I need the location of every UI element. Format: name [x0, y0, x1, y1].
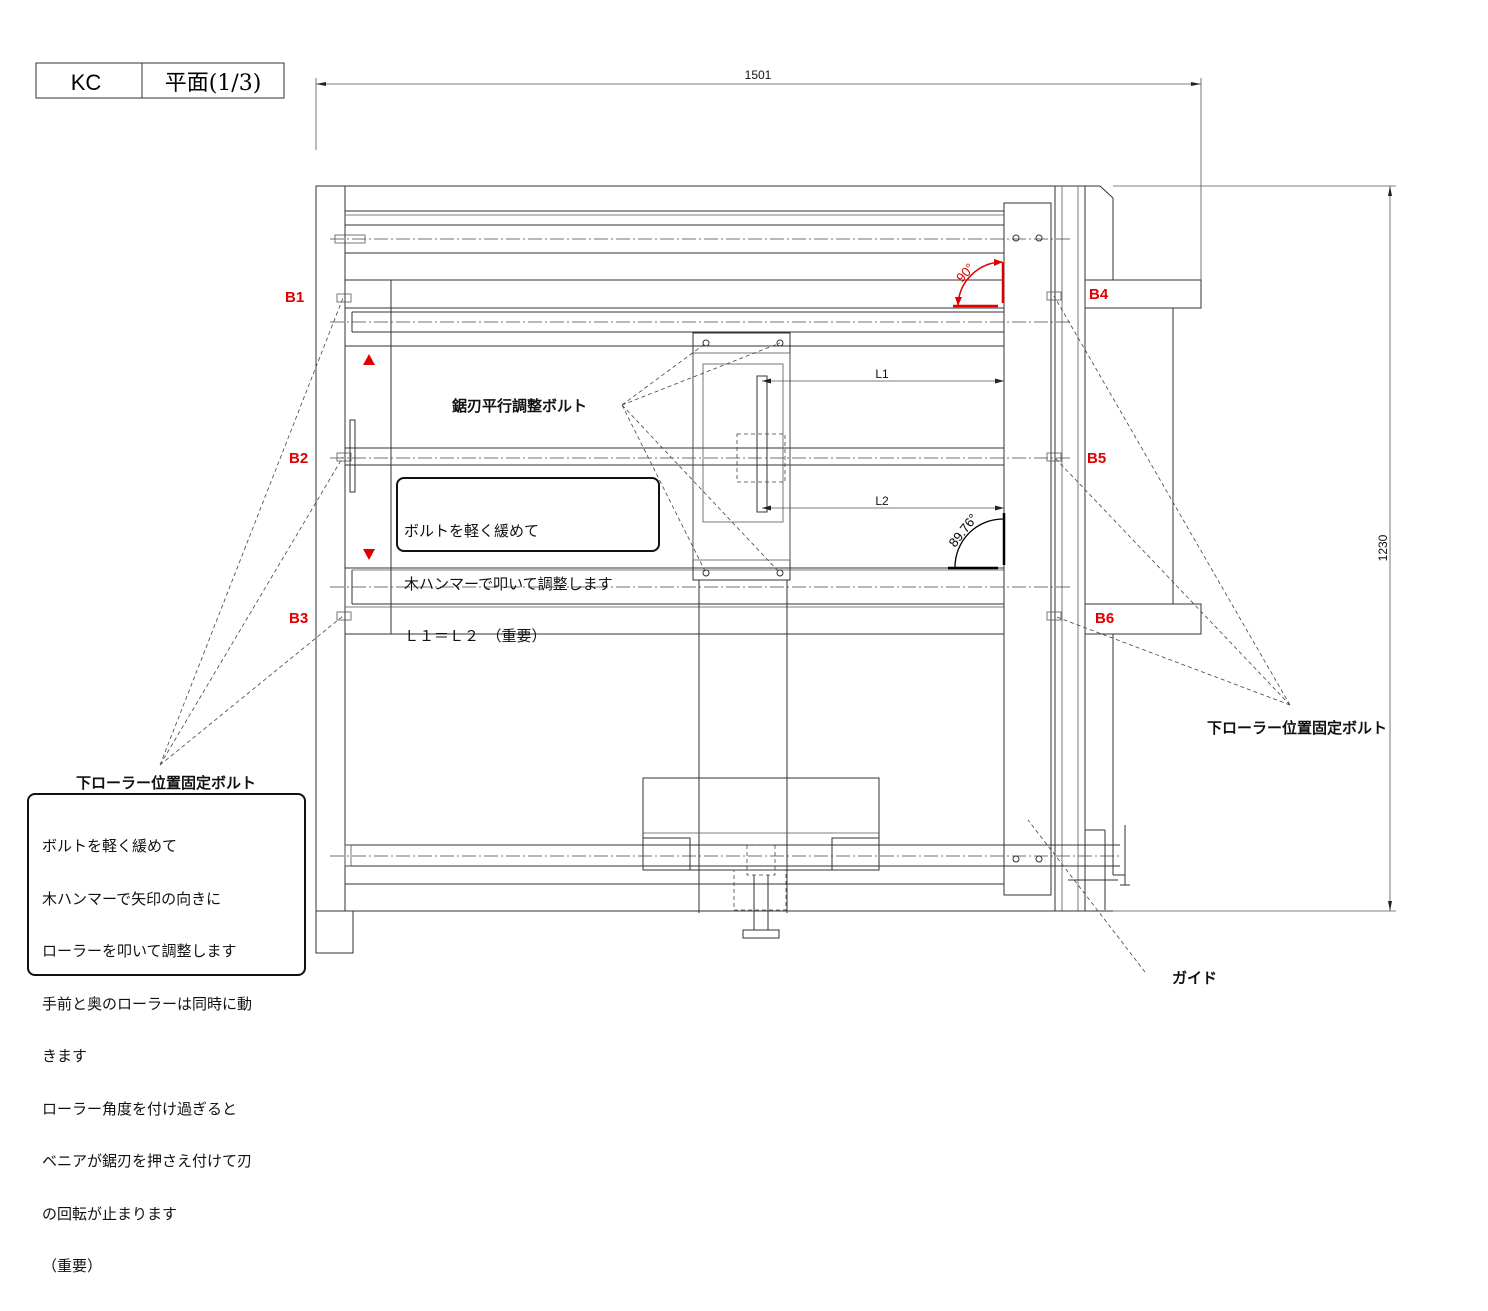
- title-code: KC: [71, 70, 102, 95]
- note-line: Ｌ１＝Ｌ２ （重要）: [404, 627, 547, 645]
- angle-8976-marker: 89.76°: [946, 511, 1006, 570]
- blade-parallel-bolt-label: 鋸刃平行調整ボルト: [452, 397, 587, 415]
- note-line: 木ハンマーで矢印の向きに: [42, 889, 222, 908]
- arrow-up-icon: [363, 354, 375, 365]
- svg-text:L1: L1: [875, 367, 889, 381]
- width-dimension: 1501: [315, 68, 1202, 280]
- machine-frame: [315, 185, 1202, 954]
- leader-lines: [159, 295, 1291, 973]
- note-line: 手前と奥のローラーは同時に動: [42, 994, 253, 1013]
- note-line: ボルトを軽く緩めて: [42, 837, 178, 855]
- height-value: 1230: [1376, 534, 1390, 561]
- note-line: ローラーを叩いて調整します: [42, 942, 237, 960]
- title-block: KC 平面(1/3): [35, 62, 285, 99]
- note-line: （重要）: [42, 1257, 103, 1275]
- note-line: 木ハンマーで叩いて調整します: [404, 574, 613, 593]
- bolt-label-b6: B6: [1095, 610, 1114, 627]
- bolt-label-b1: B1: [285, 289, 304, 306]
- title-view: 平面(1/3): [165, 71, 262, 96]
- svg-text:89.76°: 89.76°: [946, 511, 981, 550]
- note-line: ボルトを軽く緩めて: [404, 522, 540, 540]
- height-dimension: 1230: [1113, 185, 1396, 912]
- note-line: ベニアが鋸刃を押さえ付けて刃: [42, 1152, 253, 1170]
- l1-dimension: L1: [762, 367, 1004, 384]
- bolt-label-b3: B3: [289, 610, 308, 627]
- plan-drawing: KC 平面(1/3) 1501 1230: [35, 62, 1396, 987]
- note-line: ローラー角度を付け過ぎると: [42, 1099, 238, 1118]
- width-value: 1501: [745, 68, 772, 82]
- guide-label: ガイド: [1172, 969, 1217, 987]
- lower-roller-bolt-label-right: 下ローラー位置固定ボルト: [1207, 719, 1387, 737]
- bolt-label-b2: B2: [289, 450, 308, 467]
- svg-text:90°: 90°: [953, 260, 977, 285]
- lower-roller-bolt-label-left: 下ローラー位置固定ボルト: [76, 774, 256, 792]
- arrow-down-icon: [363, 549, 375, 560]
- bolt-label-b5: B5: [1087, 450, 1106, 467]
- note-line: きます: [42, 1047, 88, 1065]
- bolt-marks: [334, 234, 1062, 621]
- note-center: ボルトを軽く緩めて 木ハンマーで叩いて調整します Ｌ１＝Ｌ２ （重要）: [396, 477, 660, 645]
- note-line: の回転が止まります: [42, 1204, 178, 1223]
- svg-text:L2: L2: [875, 494, 889, 508]
- note-left: ボルトを軽く緩めて 木ハンマーで矢印の向きに ローラーを叩いて調整します 手前と…: [27, 793, 306, 1275]
- angle-90-marker: 90°: [953, 259, 1005, 308]
- bolt-label-b4: B4: [1089, 286, 1109, 303]
- l2-dimension: L2: [762, 494, 1004, 511]
